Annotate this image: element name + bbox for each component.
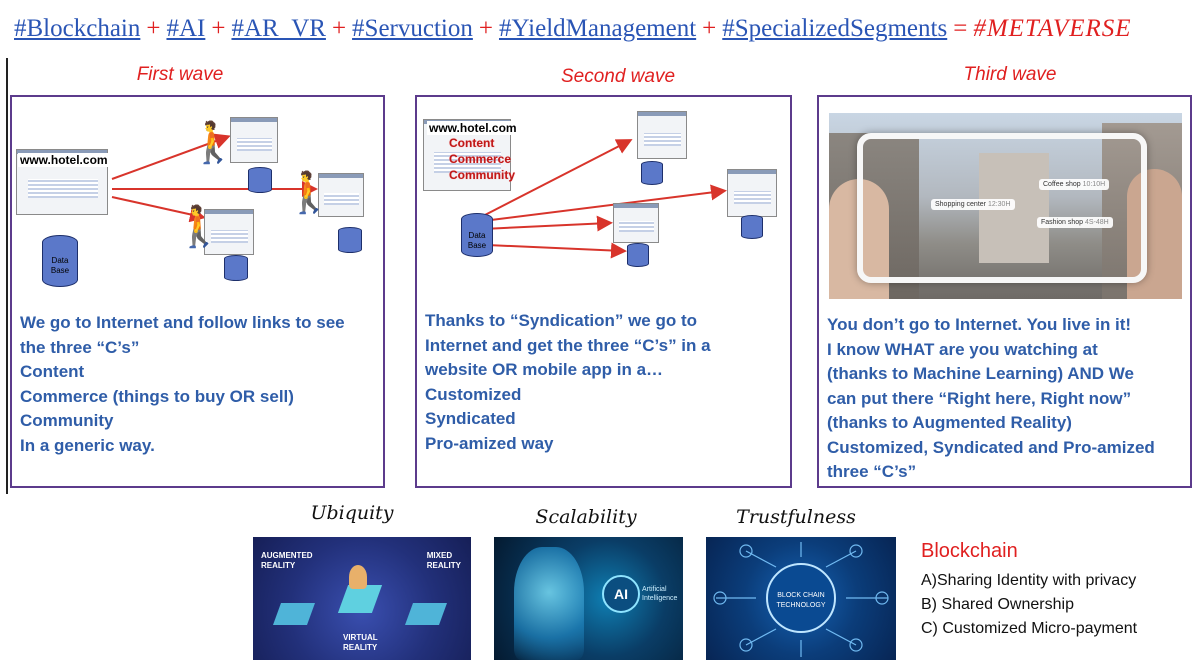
- text-line: I know WHAT are you watching at: [827, 339, 1098, 359]
- linked-page-screenshot: [318, 173, 364, 217]
- blockchain-item: C) Customized Micro-payment: [921, 620, 1138, 637]
- artificial-intelligence-illustration: AI Artificial Intelligence: [494, 537, 683, 660]
- ar-tag-coffee-shop: Coffee shop 10:10H: [1039, 179, 1110, 190]
- text-line: Customized, Syndicated and Pro-amized: [827, 437, 1155, 457]
- text-line: Community: [20, 411, 114, 430]
- website-url: www.hotel.com: [18, 153, 110, 167]
- plus-sign: +: [331, 15, 347, 42]
- wave-title-first: First wave: [136, 64, 224, 85]
- plus-sign: +: [146, 15, 161, 42]
- wave-title-second: Second wave: [560, 66, 676, 87]
- pillar-title-scalability: Scalability: [535, 506, 637, 528]
- syndicated-page-screenshot: [637, 111, 687, 159]
- website-url: www.hotel.com: [427, 121, 519, 135]
- text-line: Pro-amized way: [425, 433, 554, 453]
- headline: #Blockchain+#AI+#AR_VR+#Servuction+#Yiel…: [14, 12, 1194, 46]
- plus-sign: +: [478, 15, 493, 42]
- augmented-reality-street-photo: Shopping center 12:30H Coffee shop 10:10…: [829, 113, 1182, 299]
- text-line: three “C’s”: [827, 462, 917, 481]
- text-line: Content: [20, 362, 85, 381]
- blockchain-title: Blockchain: [921, 540, 1018, 562]
- database-icon: [741, 215, 763, 239]
- first-wave-description: We go to Internet and follow links to se…: [20, 311, 377, 458]
- blockchain-item: B) Shared Ownership: [921, 596, 1074, 613]
- plus-sign: +: [702, 15, 717, 42]
- hashtag-ai[interactable]: #AI: [166, 15, 206, 42]
- ccc-community: Community: [449, 168, 515, 182]
- text-line: Thanks to “Syndication” we go to: [425, 311, 698, 330]
- database-icon: [627, 243, 649, 267]
- hashtag-specialized-segments[interactable]: #SpecializedSegments: [722, 15, 948, 42]
- ai-chip-icon: AI: [602, 575, 640, 613]
- plus-sign: +: [211, 15, 226, 42]
- left-divider: [6, 58, 8, 494]
- text-line: Syndicated: [425, 409, 516, 428]
- hashtag-yield-management[interactable]: #YieldManagement: [498, 15, 697, 42]
- blockchain-technology-illustration: BLOCK CHAIN TECHNOLOGY: [706, 537, 896, 660]
- text-line: (thanks to Augmented Reality): [827, 413, 1072, 432]
- third-wave-description: You don’t go to Internet. You live in it…: [827, 313, 1184, 485]
- user-figure-icon: 🚶: [188, 121, 238, 165]
- equals-sign: =: [953, 15, 968, 42]
- pillar-title-trustfulness: Trustfulness: [736, 506, 856, 528]
- linked-page-screenshot: [230, 117, 278, 163]
- syndication-arrows: [480, 139, 727, 259]
- ar-vr-illustration: AUGMENTED REALITY MIXED REALITY VIRTUAL …: [253, 537, 471, 660]
- link-arrows: [111, 133, 318, 223]
- text-line: We go to Internet and follow links to se…: [20, 313, 345, 332]
- user-figure-icon: 🚶: [174, 205, 224, 249]
- ccc-content: Content: [449, 136, 495, 150]
- phone-frame: [857, 133, 1147, 283]
- ar-tag-shopping-center: Shopping center 12:30H: [931, 199, 1015, 210]
- database-icon: [338, 227, 362, 253]
- hashtag-ar-vr[interactable]: #AR_VR: [231, 15, 326, 42]
- ccc-commerce: Commerce: [449, 152, 512, 166]
- text-line: Internet and get the three “C’s” in a: [425, 335, 711, 355]
- second-wave-description: Thanks to “Syndication” we go to Interne…: [425, 309, 784, 456]
- database-icon: [248, 167, 272, 193]
- blockchain-item: A)Sharing Identity with privacy: [921, 572, 1137, 589]
- second-wave-panel: www.hotel.com Content Commerce Community…: [415, 95, 792, 488]
- pillar-title-ubiquity: Ubiquity: [310, 502, 394, 524]
- blockchain-badge: BLOCK CHAIN TECHNOLOGY: [766, 563, 836, 633]
- text-line: website OR mobile app in a…: [425, 360, 664, 379]
- text-line: You don’t go to Internet. You live in it…: [827, 315, 1132, 334]
- text-line: In a generic way.: [20, 435, 155, 455]
- syndicated-page-screenshot: [613, 203, 659, 243]
- third-wave-panel: Shopping center 12:30H Coffee shop 10:10…: [817, 95, 1192, 488]
- text-line: Customized: [425, 384, 522, 404]
- text-line: (thanks to Machine Learning) AND We: [827, 364, 1134, 383]
- wave-title-third: Third wave: [963, 64, 1057, 85]
- text-line: can put there “Right here, Right now”: [827, 388, 1132, 408]
- circuit-lines: [713, 542, 889, 657]
- text-line: the three “C’s”: [20, 337, 140, 357]
- hashtag-blockchain[interactable]: #Blockchain: [14, 15, 141, 42]
- hashtag-servuction[interactable]: #Servuction: [352, 15, 473, 42]
- text-line: Commerce (things to buy OR sell): [20, 386, 294, 406]
- database-icon: [224, 255, 248, 281]
- linked-page-screenshot: [204, 209, 254, 255]
- ar-tag-fashion-shop: Fashion shop 4S-48H: [1037, 217, 1113, 228]
- user-figure-icon: 🚶: [284, 171, 334, 215]
- hashtag-metaverse: #METAVERSE: [973, 15, 1132, 42]
- database-icon: [641, 161, 663, 185]
- syndicated-page-screenshot: [727, 169, 777, 217]
